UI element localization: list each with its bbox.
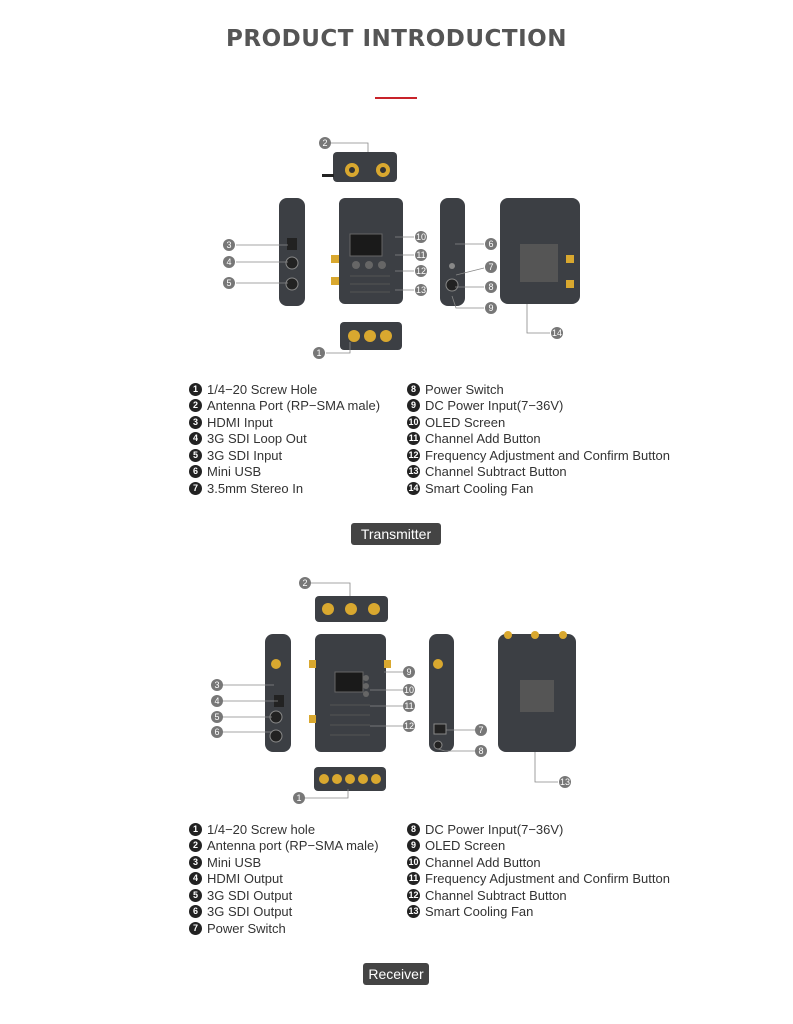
svg-text:3: 3 [226,240,231,250]
svg-text:8: 8 [488,282,493,292]
tx-back-view [500,198,580,304]
svg-text:10: 10 [404,685,414,695]
svg-text:2: 2 [302,578,307,588]
rx-top-view [315,596,388,622]
svg-text:7: 7 [478,725,483,735]
tx-right-side-view [440,198,465,306]
svg-text:1: 1 [296,793,301,803]
receiver-label: Receiver [363,963,429,985]
rx-callouts: 2 3 4 5 6 7 8 9 10 11 12 13 1 [211,577,571,804]
svg-text:3: 3 [214,680,219,690]
svg-text:12: 12 [404,721,414,731]
rx-left-side-view [265,634,291,752]
svg-text:11: 11 [404,701,413,711]
transmitter-label: Transmitter [351,523,441,545]
svg-text:13: 13 [560,777,570,787]
svg-text:13: 13 [416,285,426,295]
svg-text:6: 6 [488,239,493,249]
svg-text:6: 6 [214,727,219,737]
rx-bottom-view [314,767,386,791]
tx-bottom-view [340,322,402,350]
svg-text:5: 5 [226,278,231,288]
title-underline [375,97,417,99]
svg-text:4: 4 [214,696,219,706]
transmitter-diagram: 2 3 4 5 6 7 8 9 10 11 12 13 14 1 [223,137,580,359]
svg-text:7: 7 [488,262,493,272]
svg-text:11: 11 [416,250,425,260]
svg-text:12: 12 [416,266,426,276]
tx-left-side-view [279,198,305,306]
svg-text:9: 9 [406,667,411,677]
svg-text:4: 4 [226,257,231,267]
svg-text:14: 14 [552,328,562,338]
svg-text:2: 2 [322,138,327,148]
tx-callouts: 2 3 4 5 6 7 8 9 10 11 12 13 14 1 [223,137,563,359]
rx-right-side-view [429,634,454,752]
svg-text:5: 5 [214,712,219,722]
svg-text:10: 10 [416,232,426,242]
svg-text:9: 9 [488,303,493,313]
svg-text:8: 8 [478,746,483,756]
tx-front-view [331,198,403,304]
page-title: PRODUCT INTRODUCTION [226,26,567,52]
receiver-diagram: 2 3 4 5 6 7 8 9 10 11 12 13 1 [211,577,576,804]
rx-front-view [309,634,391,752]
rx-back-view [498,631,576,752]
tx-top-view [322,152,397,182]
svg-text:1: 1 [316,348,321,358]
